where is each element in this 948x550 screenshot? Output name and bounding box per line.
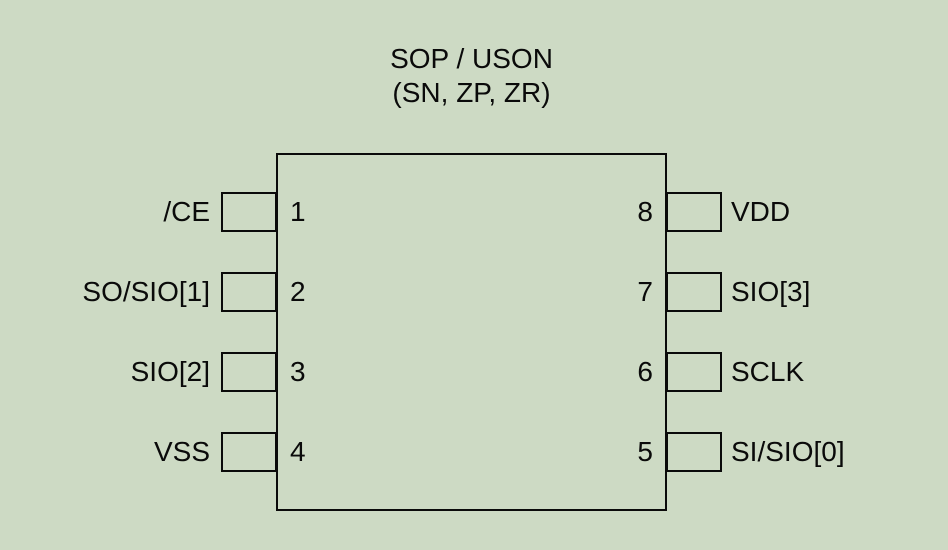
pin-number-8: 8 (637, 196, 653, 227)
pin-box-1 (221, 192, 277, 232)
pin-box-8 (666, 192, 722, 232)
pin-label-so-sio1: SO/SIO[1] (82, 276, 210, 307)
package-title: SOP / USON (SN, ZP, ZR) (276, 42, 667, 110)
pin-label-sclk: SCLK (731, 356, 805, 387)
pin-number-7: 7 (637, 276, 653, 307)
pin-number-5: 5 (637, 436, 653, 467)
pin-box-3 (221, 352, 277, 392)
pin-label-sio2: SIO[2] (130, 356, 210, 387)
package-title-line2: (SN, ZP, ZR) (392, 77, 551, 108)
chip-body (276, 153, 667, 511)
pin-label-sio3: SIO[3] (731, 276, 811, 307)
pin-box-7 (666, 272, 722, 312)
pin-box-5 (666, 432, 722, 472)
pin-number-6: 6 (637, 356, 653, 387)
pin-number-2: 2 (290, 276, 306, 307)
package-title-line1: SOP / USON (390, 43, 553, 74)
pin-number-4: 4 (290, 436, 306, 467)
pin-label-ce: /CE (163, 196, 210, 227)
pin-label-vdd: VDD (731, 196, 791, 227)
pin-number-3: 3 (290, 356, 306, 387)
pin-label-vss: VSS (153, 436, 210, 467)
pin-label-si-sio0: SI/SIO[0] (731, 436, 845, 467)
pin-box-6 (666, 352, 722, 392)
pin-number-1: 1 (290, 196, 306, 227)
pin-box-4 (221, 432, 277, 472)
pin-box-2 (221, 272, 277, 312)
